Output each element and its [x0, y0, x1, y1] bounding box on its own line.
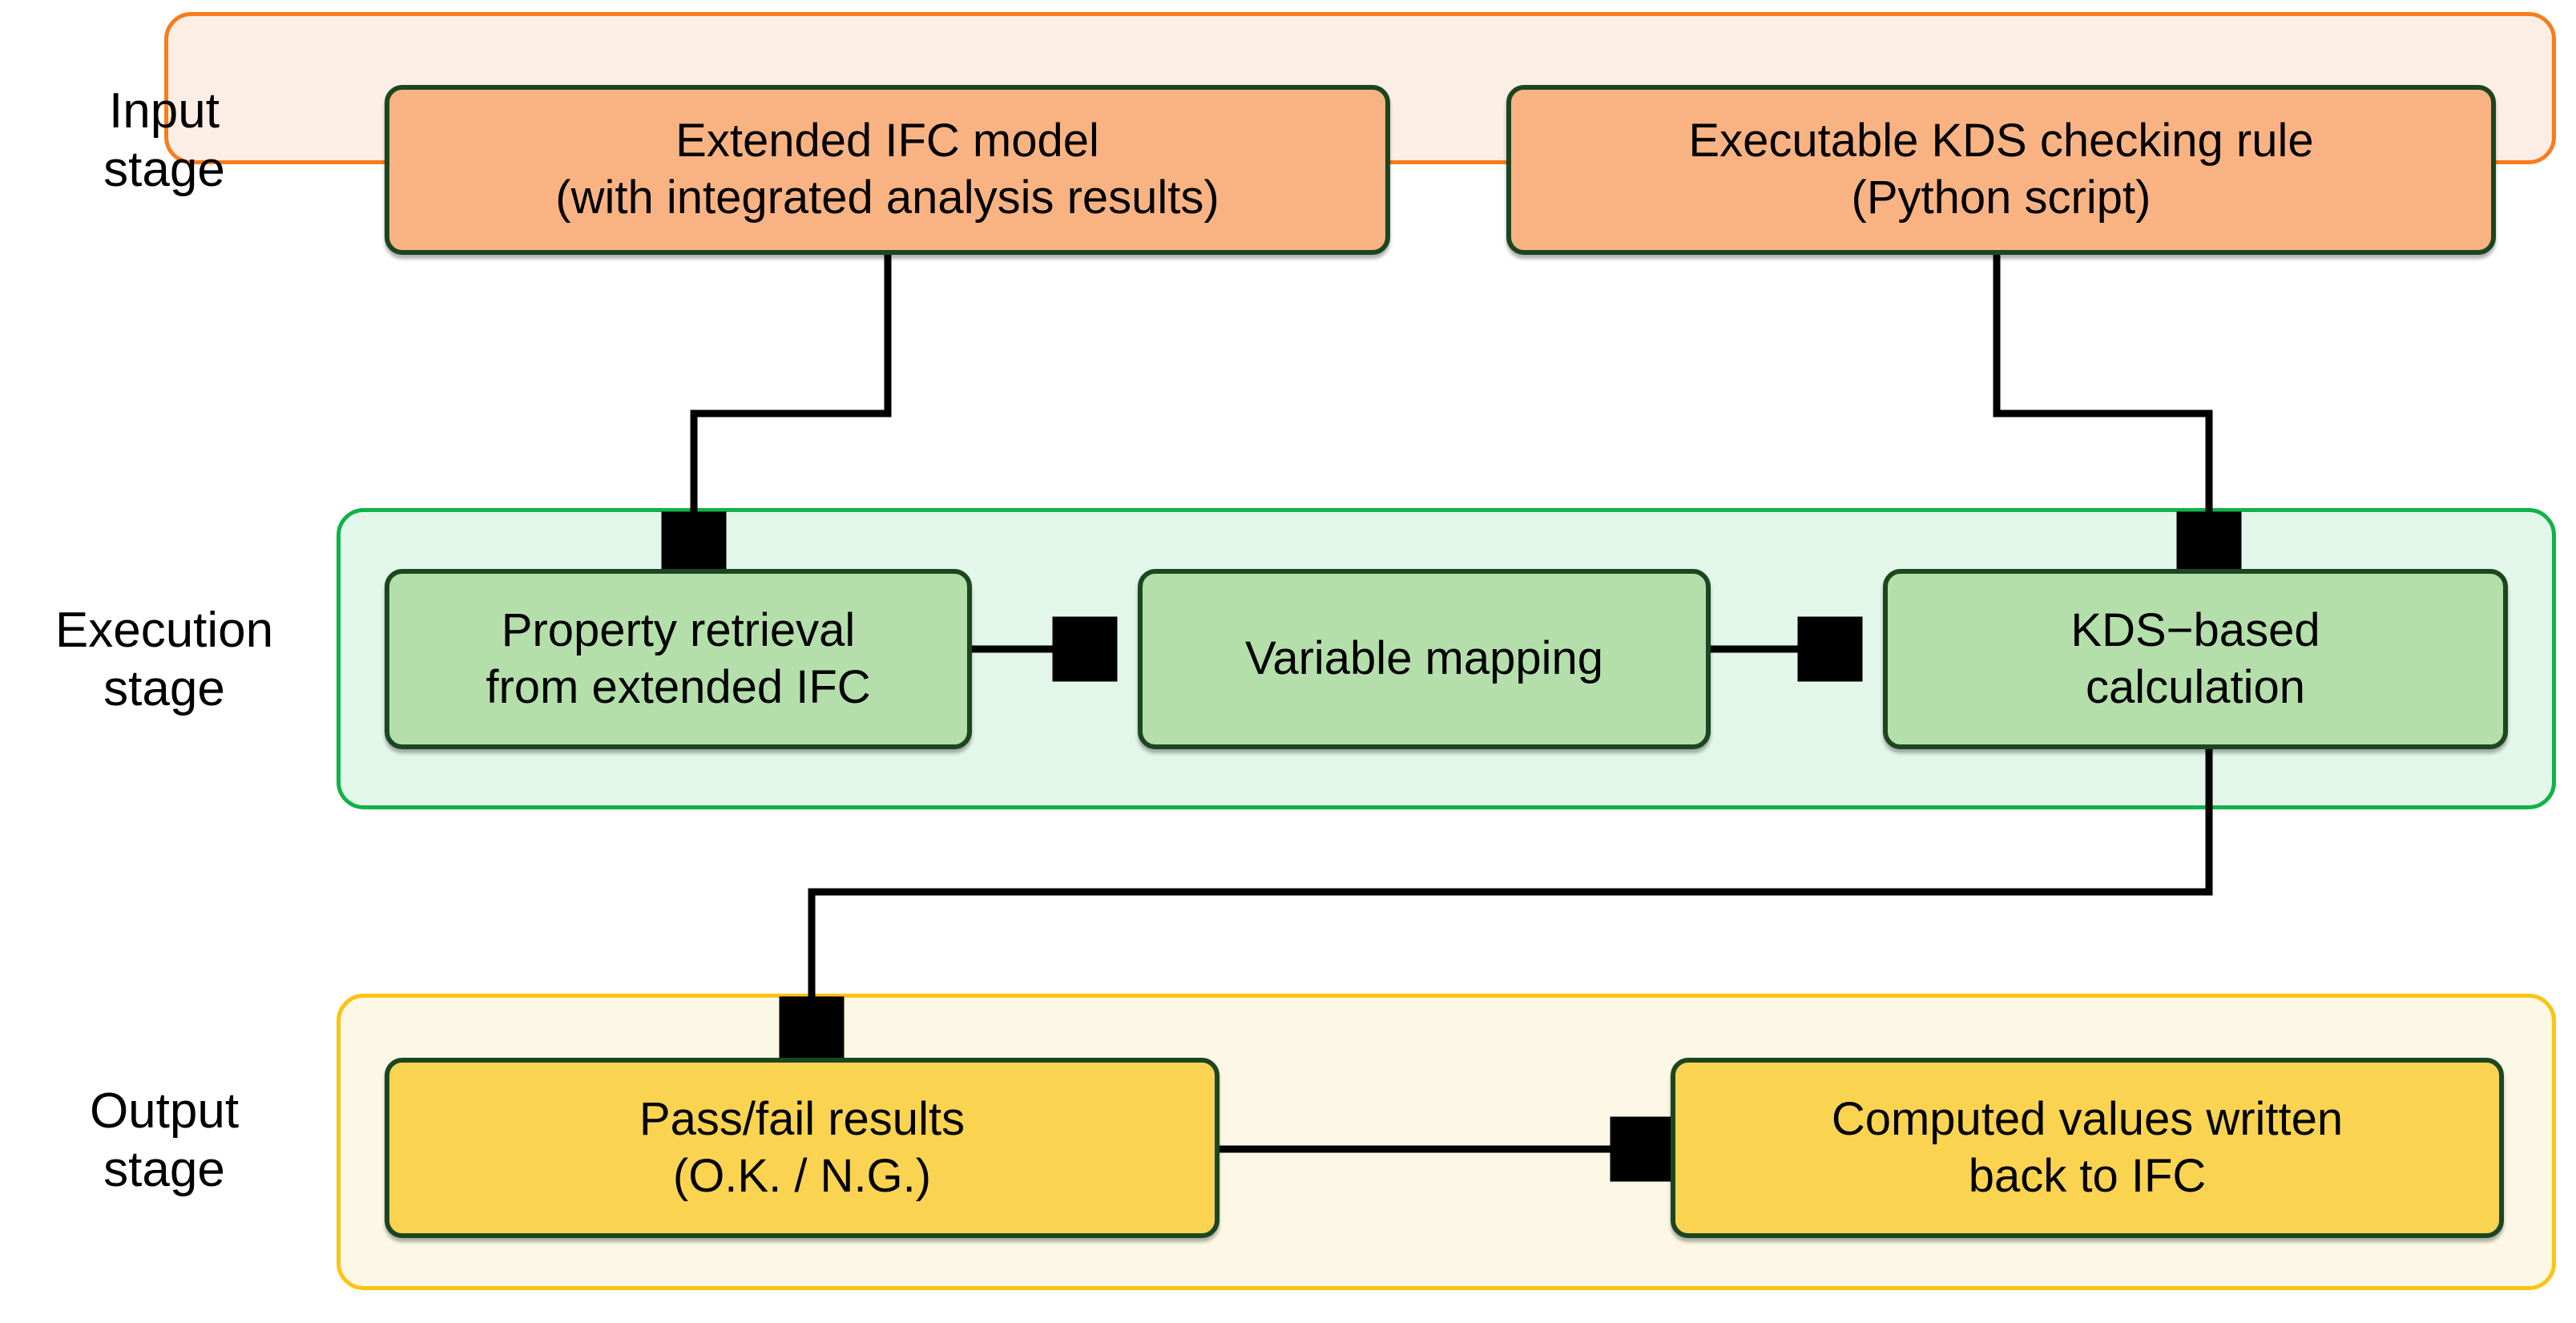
stage-label-execution: Execution stage	[8, 599, 320, 720]
stage-label-input: Input stage	[8, 80, 320, 200]
node-kds-calculation[interactable]: KDS−based calculation	[1883, 569, 2508, 749]
stage-label-execution-line1: Execution	[54, 602, 274, 658]
node-executable-kds-rule[interactable]: Executable KDS checking rule (Python scr…	[1506, 85, 2496, 255]
node-property-retrieval[interactable]: Property retrieval from extended IFC	[385, 569, 972, 749]
node-computed-values[interactable]: Computed values written back to IFC	[1671, 1058, 2504, 1238]
stage-label-output-line1: Output	[89, 1083, 240, 1139]
node-pass-fail-results[interactable]: Pass/fail results (O.K. / N.G.)	[385, 1058, 1219, 1238]
stage-label-execution-line2: stage	[103, 661, 225, 716]
stage-label-output-line2: stage	[103, 1142, 225, 1197]
stage-label-input-line2: stage	[103, 142, 225, 197]
stage-label-output: Output stage	[8, 1080, 320, 1200]
node-variable-mapping[interactable]: Variable mapping	[1138, 569, 1711, 749]
node-extended-ifc-model[interactable]: Extended IFC model (with integrated anal…	[385, 85, 1390, 255]
stage-label-input-line1: Input	[109, 83, 220, 139]
